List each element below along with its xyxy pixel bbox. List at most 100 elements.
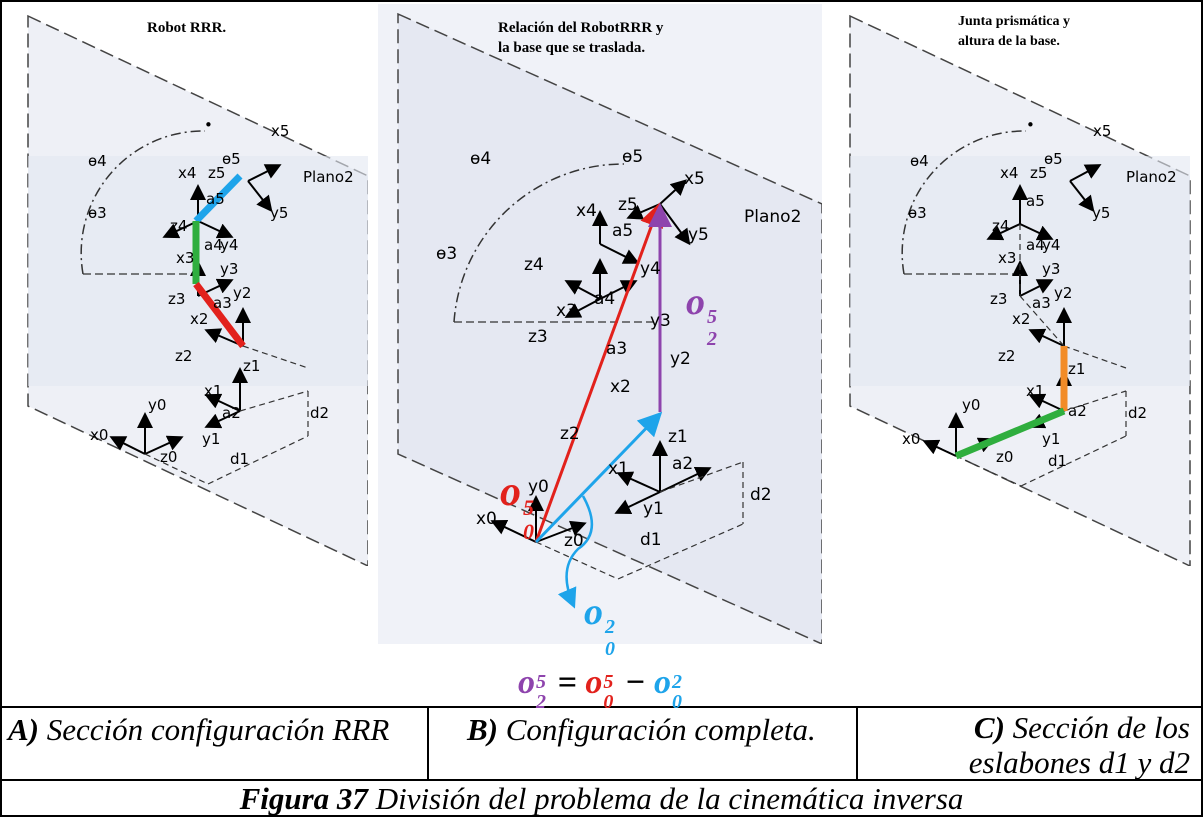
axis-label: y3	[220, 260, 238, 278]
axis-label: ɵ4	[88, 152, 107, 170]
axis-label: a4	[594, 289, 615, 309]
axis-label: z2	[175, 347, 192, 365]
label-o25: o 5 2	[686, 281, 717, 350]
border-top	[0, 0, 1203, 2]
axis-label: x5	[271, 122, 289, 140]
axis-label: y0	[148, 396, 166, 414]
border-right	[1201, 0, 1203, 817]
axis-label: x3	[176, 249, 194, 267]
axis-label: y4	[640, 259, 661, 279]
axis-label: d1	[230, 450, 249, 468]
axis-label: y1	[202, 430, 220, 448]
border-left	[0, 0, 2, 817]
axis-label: y2	[670, 349, 691, 369]
axis-label: a5	[206, 190, 225, 208]
caption-a: A) Sección configuración RRR	[8, 712, 390, 747]
label-o05: o 5 0	[500, 469, 534, 544]
axis-label: x2	[1012, 310, 1030, 328]
axis-label: x2	[190, 310, 208, 328]
border-mid1	[0, 706, 1203, 708]
axis-label: y5	[688, 225, 709, 245]
axis-label: a3	[1032, 294, 1051, 312]
axis-label: z5	[1030, 164, 1047, 182]
caption-c: C) Sección de los eslabones d1 y d2	[968, 710, 1190, 780]
panel-a-title: Robot RRR.	[147, 20, 227, 36]
border-mid2	[0, 779, 1203, 781]
axis-label: x2	[610, 377, 631, 397]
panel-b-title-line2: la base que se traslada.	[498, 40, 646, 56]
axis-label: x1	[1026, 382, 1044, 400]
axis-label: x0	[902, 430, 920, 448]
axis-label: z2	[998, 347, 1015, 365]
axis-label: a4	[1026, 236, 1045, 254]
axis-label: y1	[1042, 430, 1060, 448]
axis-label: a2	[1068, 402, 1087, 420]
axis-label: y3	[650, 311, 671, 331]
axis-label: x3	[998, 249, 1016, 267]
axis-label: z2	[560, 424, 580, 444]
axis-label: z5	[618, 195, 638, 215]
axis-label: y2	[233, 284, 251, 302]
axis-label: ɵ5	[622, 147, 643, 167]
axis-label: x1	[204, 382, 222, 400]
axis-label: Plano2	[303, 168, 354, 186]
panel-a-diagram: ɵ4 ɵ5 • ɵ3 Plano2 z5 x5 x4 y5 z4 y4 x3 y…	[8, 6, 368, 566]
caption-b: B) Configuración completa.	[467, 712, 816, 747]
link-blue	[193, 173, 243, 224]
axis-label: ɵ4	[910, 152, 929, 170]
panel-c-title-line1: Junta prismática y	[958, 14, 1070, 29]
axis-label: ɵ3	[436, 244, 457, 264]
axis-label: z3	[168, 290, 185, 308]
axis-label: z1	[668, 427, 688, 447]
panel-b-diagram: ɵ4 ɵ5 ɵ3 Plano2 z5 x5 x4 y5 a5 z4 x3 a4 …	[378, 4, 822, 644]
link-green-base	[954, 407, 1066, 460]
axis-label: d2	[1128, 404, 1147, 422]
vector-o05	[534, 202, 664, 543]
axis-label: a3	[606, 339, 627, 359]
axis-label: Plano2	[744, 207, 801, 227]
axis-label: a5	[1026, 192, 1045, 210]
axis-label: z4	[524, 255, 544, 275]
axis-label: y1	[643, 499, 664, 519]
vector-o02	[534, 411, 663, 544]
axis-label: y0	[528, 477, 549, 497]
label-o02: o 2 0	[584, 591, 615, 660]
axis-label: x4	[576, 201, 597, 221]
axis-label: y3	[1042, 260, 1060, 278]
axis-label: y4	[1042, 236, 1060, 254]
axis-label: y5	[1092, 204, 1110, 222]
panel-c-diagram: ɵ4 ɵ5 • ɵ3 Plano2 z5 x5 x4 y5 a5 z4 a4 y…	[836, 6, 1200, 566]
axis-label: ɵ4	[470, 149, 491, 169]
axis-label: ɵ5	[1044, 150, 1063, 168]
eq-minus: −	[624, 664, 646, 701]
col-div1	[427, 706, 429, 780]
axis-label: d1	[640, 530, 662, 550]
axis-label: a2	[672, 454, 693, 474]
axis-label: x3	[556, 301, 577, 321]
axis-label: d1	[1048, 452, 1067, 470]
axis-label: •	[1026, 116, 1035, 134]
axis-label: z4	[170, 217, 187, 235]
axis-label: z4	[992, 217, 1009, 235]
axis-label: z3	[990, 290, 1007, 308]
axis-label: x0	[476, 509, 497, 529]
axis-label: z0	[160, 448, 177, 466]
axis-label: z1	[243, 357, 260, 375]
axis-label: a5	[612, 221, 633, 241]
axis-label: ɵ3	[88, 204, 107, 222]
axis-label: x1	[608, 459, 629, 479]
eq-equals: =	[557, 664, 577, 701]
axis-label: x5	[684, 169, 705, 189]
axis-label: y2	[1054, 284, 1072, 302]
axis-label: d2	[750, 485, 772, 505]
axis-label: •	[204, 116, 213, 134]
panel-b-title-line1: Relación del RobotRRR y	[498, 20, 664, 36]
axis-label: x5	[1093, 122, 1111, 140]
axis-label: x4	[1000, 164, 1018, 182]
axis-label: a2	[222, 404, 241, 422]
axis-label: y0	[962, 396, 980, 414]
col-div2	[856, 706, 858, 780]
